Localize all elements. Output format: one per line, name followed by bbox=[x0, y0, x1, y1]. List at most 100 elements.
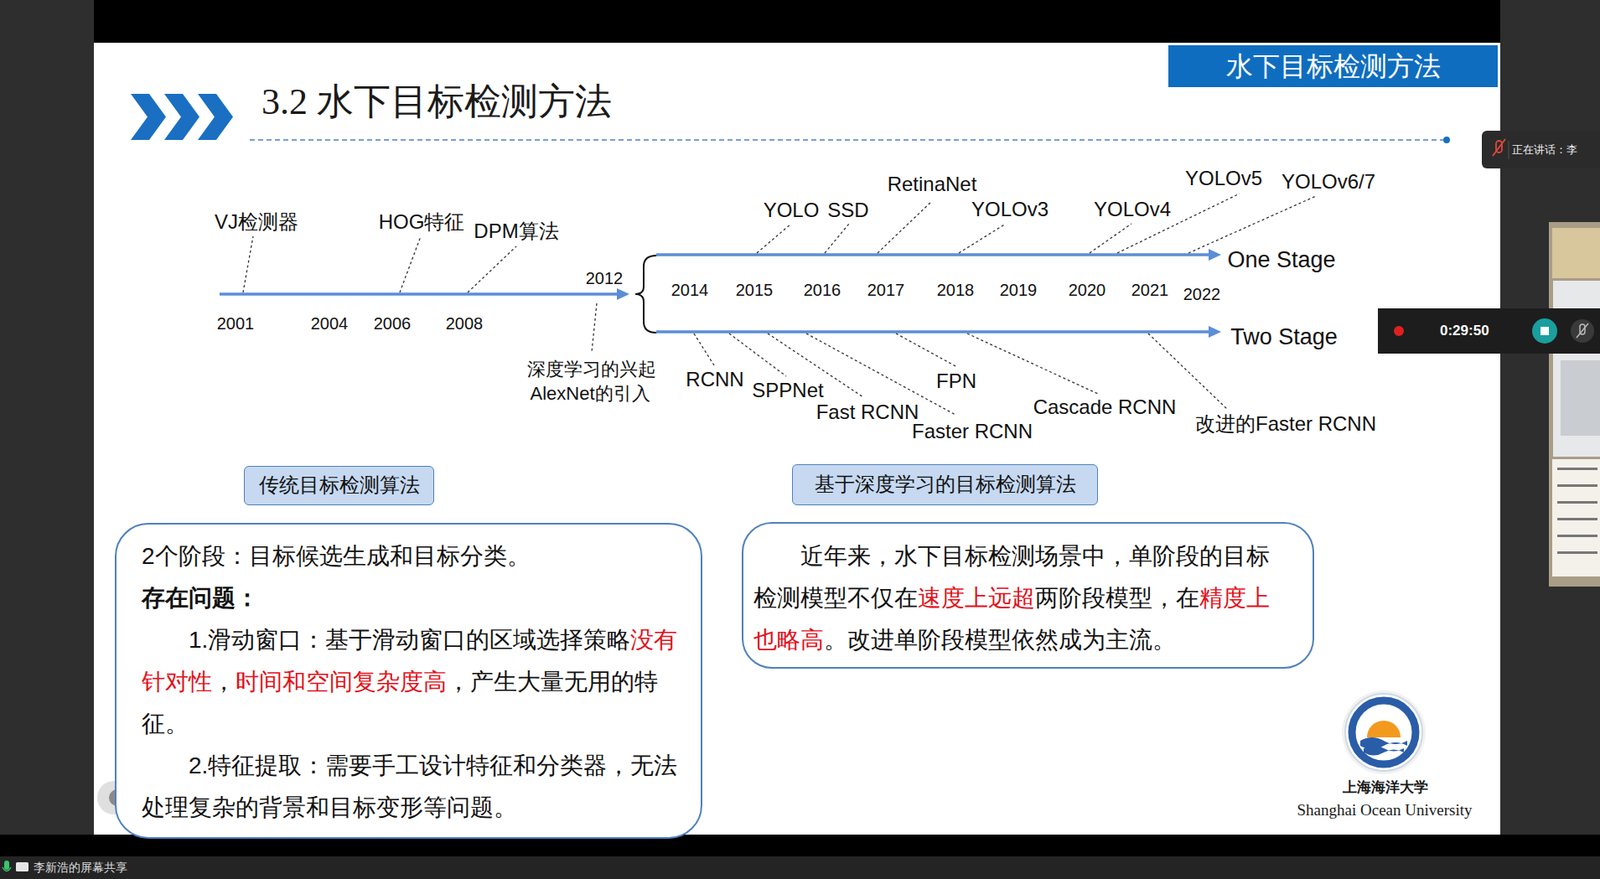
recording-ground bbox=[1377, 308, 1600, 354]
status-bar bbox=[0, 856, 1600, 879]
paper-lines bbox=[1557, 467, 1598, 555]
mute-button bbox=[1570, 319, 1595, 343]
speaker-ground bbox=[1481, 130, 1600, 169]
status-icons bbox=[2, 860, 29, 872]
year-tick: 2015 bbox=[735, 279, 774, 301]
leader-line bbox=[895, 333, 958, 368]
logo-disc bbox=[1345, 693, 1423, 772]
text-heading: 存在问题： bbox=[141, 577, 684, 620]
text-line: 0:29:50 bbox=[1439, 322, 1490, 340]
text-run: 。改进单阶段模型依然成为主流。 bbox=[823, 626, 1176, 653]
leader-line bbox=[756, 223, 792, 254]
webcam-thumbnail bbox=[1548, 222, 1600, 587]
timeline-lines bbox=[219, 254, 1211, 332]
leader-line bbox=[243, 236, 254, 293]
year-tick: 2021 bbox=[1131, 279, 1170, 301]
year-tick: 2022 bbox=[1183, 284, 1222, 305]
text-run: 两阶段模型，在 bbox=[1035, 585, 1200, 612]
university-logo bbox=[1341, 690, 1426, 775]
text-run: ， bbox=[212, 668, 236, 695]
model-name: Cascade RCNN bbox=[1033, 395, 1177, 420]
timeline-axis bbox=[656, 330, 1211, 334]
leader-lines bbox=[243, 193, 1316, 415]
text-run: 0:29:50 bbox=[1439, 322, 1490, 339]
model-name: SSD bbox=[827, 198, 869, 223]
text-line: 基于深度学习的目标检测算法 bbox=[814, 472, 1077, 498]
year-tick: 2006 bbox=[373, 313, 412, 334]
text-run: 存在问题： bbox=[141, 585, 259, 612]
speaker-panel bbox=[1481, 130, 1600, 169]
title-rule bbox=[249, 139, 1444, 141]
year-tick: 2020 bbox=[1068, 279, 1107, 301]
share-icon bbox=[15, 862, 29, 872]
text-panel: 近年来，水下目标检测场景中，单阶段的目标检测模型不仅在速度上远超两阶段模型，在精… bbox=[741, 522, 1315, 669]
webcam-paper bbox=[1552, 459, 1600, 577]
model-name: YOLO bbox=[763, 198, 820, 223]
mic-icon bbox=[4, 860, 10, 870]
section-tab: 基于深度学习的目标检测算法 bbox=[792, 464, 1098, 506]
logo-name: 上海海洋大学 bbox=[1342, 779, 1429, 797]
slide-title: 3.2 水下目标检测方法 bbox=[261, 80, 612, 125]
leader-line bbox=[1188, 196, 1316, 254]
speaker-panel: 正在讲话：李 bbox=[1481, 130, 1600, 169]
year-tick: 2016 bbox=[803, 279, 842, 301]
text-run: 2个阶段：目标候选生成和目标分类。 bbox=[141, 543, 531, 570]
model-name: YOLOv6/7 bbox=[1281, 170, 1376, 195]
arrowhead bbox=[1208, 326, 1222, 338]
text-line: 2个阶段：目标候选生成和目标分类。 bbox=[141, 535, 684, 578]
highlight-run: 速度上远超 bbox=[917, 585, 1036, 612]
text-line: 2.特征提取：需要手工设计特征和分类器，无法处理复杂的背景和目标变形等问题。 bbox=[141, 745, 684, 829]
timeline-axis bbox=[656, 253, 1211, 257]
paper-line bbox=[1557, 534, 1598, 538]
text-run: 1.滑动窗口：基于滑动窗口的区域选择策略 bbox=[188, 626, 631, 653]
logo-name: Shanghai Ocean University bbox=[1297, 801, 1473, 821]
logo-ring bbox=[1351, 700, 1416, 765]
milestone-note: AlexNet的引入 bbox=[529, 383, 650, 405]
webcam-screen bbox=[1560, 360, 1600, 436]
year-tick: 2008 bbox=[445, 313, 484, 334]
webcam-frame bbox=[1548, 222, 1600, 587]
text-line: 传统目标检测算法 bbox=[258, 473, 420, 498]
leader-line bbox=[824, 223, 850, 254]
section-tab: 传统目标检测算法 bbox=[243, 466, 435, 506]
model-name: YOLOv3 bbox=[971, 197, 1049, 223]
algorithm-name: DPM算法 bbox=[473, 219, 559, 244]
year-tick: 2014 bbox=[671, 279, 710, 301]
arrowhead bbox=[616, 288, 630, 301]
stop-glyph bbox=[1540, 326, 1549, 336]
model-name: Faster RCNN bbox=[911, 419, 1033, 445]
logo-wave bbox=[1363, 745, 1404, 756]
text-run: 传统目标检测算法 bbox=[258, 473, 420, 497]
paper-line bbox=[1557, 501, 1598, 504]
model-name: SPPNet bbox=[751, 378, 824, 404]
recording-bar bbox=[1377, 308, 1600, 354]
branch-label: One Stage bbox=[1227, 246, 1336, 274]
year-tick: 2017 bbox=[867, 279, 906, 301]
leader-line bbox=[693, 333, 715, 366]
leader-line bbox=[958, 223, 1006, 254]
leader-line bbox=[1089, 223, 1132, 254]
text-line: 正在讲话：李 bbox=[1511, 143, 1578, 157]
mic-stand bbox=[2, 867, 11, 872]
year-tick: 2012 bbox=[585, 268, 624, 289]
brace bbox=[635, 255, 657, 333]
arrowhead bbox=[1208, 248, 1222, 261]
chevron bbox=[197, 93, 234, 140]
webcam-monitor bbox=[1553, 280, 1600, 457]
logo-sun bbox=[1366, 720, 1401, 738]
chevron bbox=[130, 93, 166, 140]
paper-line bbox=[1557, 484, 1598, 487]
model-name: FPN bbox=[936, 369, 977, 394]
year-tick: 2004 bbox=[310, 313, 349, 334]
model-name: RetinaNet bbox=[887, 172, 978, 197]
model-name: Fast RCNN bbox=[816, 400, 920, 425]
year-tick: 2019 bbox=[999, 279, 1038, 301]
leader-line bbox=[967, 333, 1098, 394]
text-line: 1.滑动窗口：基于滑动窗口的区域选择策略没有针对性，时间和空间复杂度高，产生大量… bbox=[141, 619, 684, 746]
mic-slash bbox=[1576, 323, 1589, 338]
text-run: 水下目标检测方法 bbox=[1226, 51, 1441, 82]
panel-divider bbox=[1508, 140, 1510, 160]
year-tick: 2018 bbox=[937, 279, 975, 301]
stop-button bbox=[1532, 318, 1558, 344]
share-status: 李新浩的屏幕共享 bbox=[33, 860, 128, 876]
